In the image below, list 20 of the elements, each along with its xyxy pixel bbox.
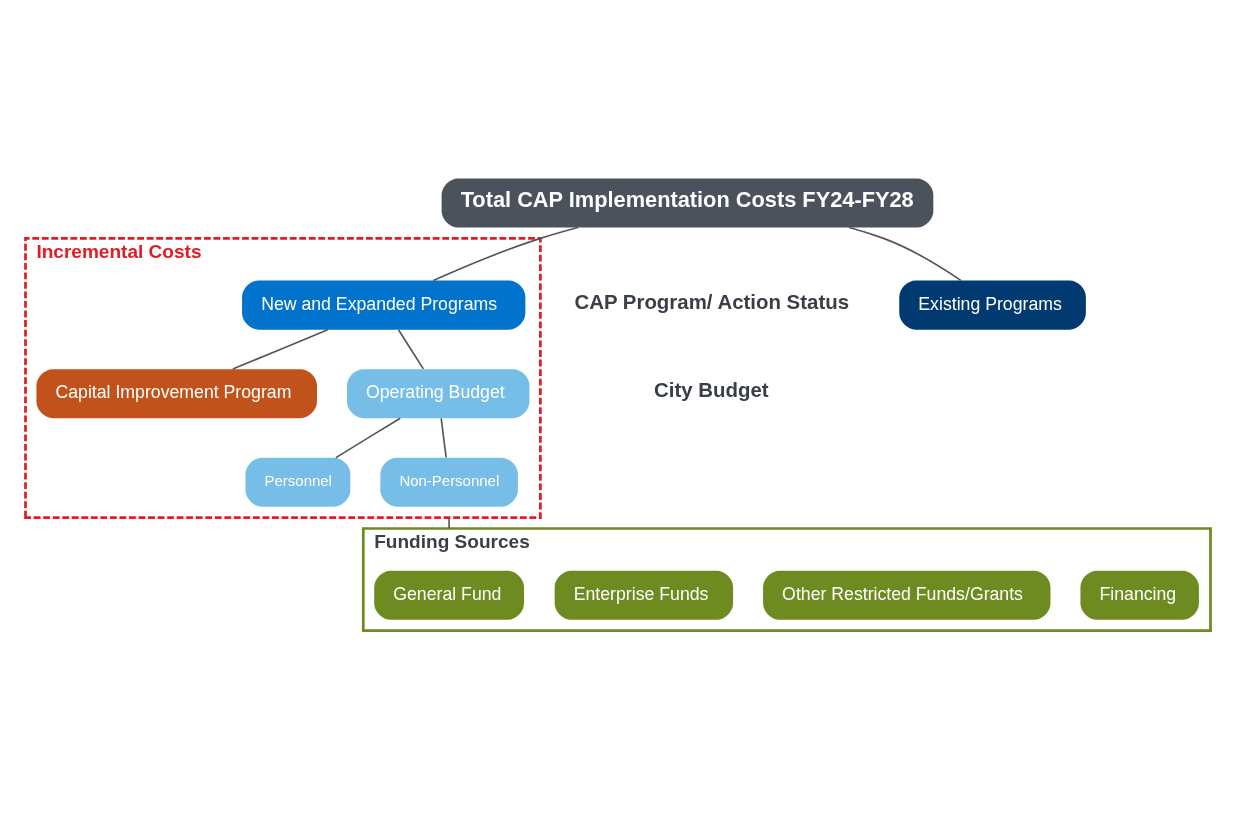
connector bbox=[848, 226, 962, 281]
node-box: New and Expanded Programs bbox=[242, 280, 526, 330]
node-box: Capital Improvement Program bbox=[36, 368, 317, 418]
node-box: Financing bbox=[1080, 570, 1199, 620]
connector bbox=[397, 328, 425, 370]
node-box: Enterprise Funds bbox=[554, 570, 734, 620]
node-box: Non-Personnel bbox=[380, 457, 518, 507]
node-box: Existing Programs bbox=[899, 280, 1086, 330]
connector bbox=[231, 328, 329, 370]
connector bbox=[440, 417, 447, 458]
label: CAP Program/ Action Status bbox=[574, 290, 850, 313]
node-box: Total CAP Implementation Costs FY24-FY28 bbox=[441, 177, 934, 227]
node-box: Personnel bbox=[245, 457, 351, 507]
connector bbox=[448, 516, 450, 529]
node-box: Other Restricted Funds/Grants bbox=[763, 570, 1051, 620]
node-box: General Fund bbox=[374, 570, 524, 620]
connector bbox=[335, 416, 402, 458]
node-box: Operating Budget bbox=[346, 368, 530, 418]
label: City Budget bbox=[654, 378, 769, 401]
connector bbox=[432, 226, 579, 281]
